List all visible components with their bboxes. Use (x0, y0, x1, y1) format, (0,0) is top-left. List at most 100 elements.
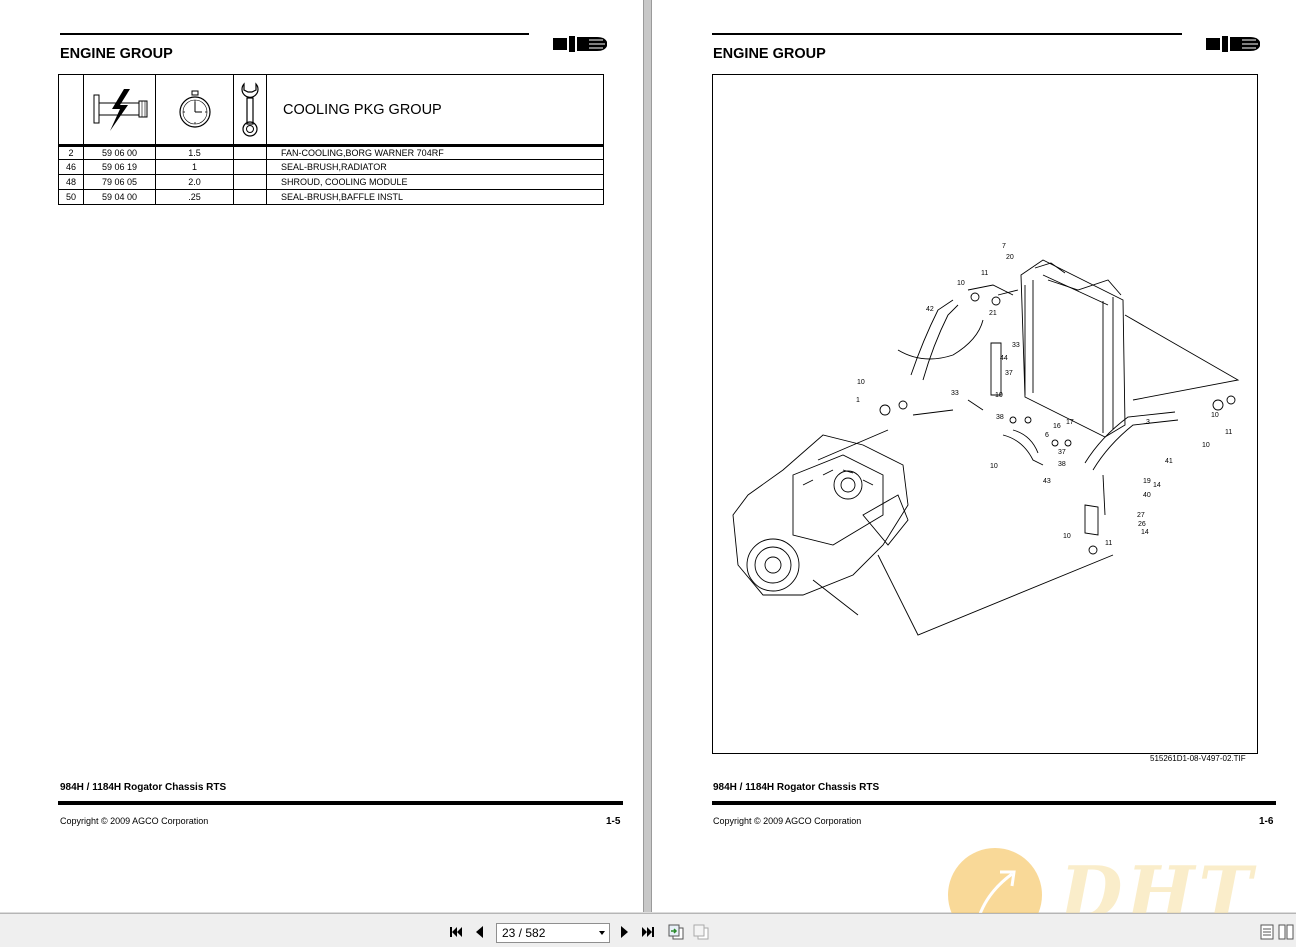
page-right: ENGINE GROUP 984H / 1184H Rogator Chassi… (652, 0, 1296, 912)
table-row: 46 59 06 19 1 SEAL-BRUSH,RADIATOR (58, 160, 604, 175)
time-cell: 1 (156, 160, 234, 174)
item-cell: 50 (59, 190, 84, 204)
footer-copyright: Copyright © 2009 AGCO Corporation (60, 816, 209, 826)
first-page-icon (450, 927, 462, 937)
table-row: 50 59 04 00 .25 SEAL-BRUSH,BAFFLE INSTL (58, 190, 604, 205)
next-page-button[interactable] (615, 923, 633, 941)
header-blank-cell (59, 75, 84, 144)
svg-text:20: 20 (1006, 254, 1014, 261)
item-cell: 46 (59, 160, 84, 174)
page-number: 1-6 (1259, 816, 1274, 827)
code-cell: 79 06 05 (84, 175, 156, 189)
svg-text:10: 10 (1063, 533, 1071, 540)
svg-text:7: 7 (1002, 243, 1006, 250)
svg-text:6: 6 (1045, 432, 1049, 439)
description-cell: SEAL-BRUSH,BAFFLE INSTL (281, 192, 404, 202)
svg-text:17: 17 (1066, 419, 1074, 426)
forward-view-icon (693, 924, 709, 940)
svg-text:27: 27 (1137, 512, 1145, 519)
page-title: ENGINE GROUP (60, 46, 173, 62)
callout-labels: 7 20 11 10 42 21 33 44 37 10 1 33 10 38 … (856, 243, 1232, 547)
svg-text:37: 37 (1005, 370, 1013, 377)
hand-logo-icon (1206, 36, 1260, 52)
page-left: ENGINE GROUP (0, 0, 643, 912)
hydraulic-fitting-icon (84, 75, 156, 144)
tool-cell (234, 175, 267, 189)
code-cell: 59 06 19 (84, 160, 156, 174)
svg-text:37: 37 (1058, 449, 1066, 456)
page-layout-button[interactable] (1258, 923, 1276, 941)
svg-text:33: 33 (951, 390, 959, 397)
item-cell: 2 (59, 147, 84, 159)
page-number-select[interactable]: 23 / 582 (496, 923, 610, 943)
svg-text:38: 38 (996, 414, 1004, 421)
cooling-package-drawing: 7 20 11 10 42 21 33 44 37 10 1 33 10 38 … (732, 243, 1240, 636)
chevron-down-icon (599, 931, 605, 935)
tool-cell (234, 160, 267, 174)
page-indicator: 23 / 582 (502, 926, 546, 940)
tool-cell (234, 147, 267, 159)
svg-text:11: 11 (1105, 540, 1112, 547)
svg-text:19: 19 (1143, 478, 1151, 485)
two-page-icon (1278, 924, 1294, 940)
svg-text:10: 10 (995, 392, 1003, 399)
exploded-parts-diagram: 7 20 11 10 42 21 33 44 37 10 1 33 10 38 … (712, 74, 1258, 754)
parts-table: COOLING PKG GROUP 2 59 06 00 1.5 FAN-COO… (58, 74, 604, 205)
footer-model: 984H / 1184H Rogator Chassis RTS (60, 782, 227, 793)
next-page-icon (621, 926, 628, 938)
go-forward-view-button[interactable] (692, 923, 710, 941)
svg-text:11: 11 (1225, 429, 1232, 436)
footer-model: 984H / 1184H Rogator Chassis RTS (713, 782, 880, 793)
previous-page-icon (476, 926, 483, 938)
description-cell: SHROUD, COOLING MODULE (281, 177, 408, 187)
svg-text:16: 16 (1053, 423, 1061, 430)
time-cell: 1.5 (156, 147, 234, 159)
first-page-button[interactable] (447, 923, 465, 941)
svg-text:14: 14 (1153, 482, 1161, 489)
footer-rule (58, 801, 623, 805)
go-back-view-button[interactable] (667, 923, 685, 941)
svg-text:10: 10 (957, 280, 965, 287)
svg-text:10: 10 (1202, 442, 1210, 449)
two-page-layout-button[interactable] (1277, 923, 1295, 941)
footer-rule (712, 801, 1276, 805)
svg-text:10: 10 (1211, 412, 1219, 419)
svg-text:3: 3 (1146, 419, 1150, 426)
page-title: ENGINE GROUP (713, 46, 826, 62)
svg-text:43: 43 (1043, 478, 1051, 485)
svg-text:14: 14 (1141, 529, 1149, 536)
header-rule (60, 33, 529, 35)
description-cell: FAN-COOLING,BORG WARNER 704RF (281, 148, 444, 158)
table-heading: COOLING PKG GROUP (283, 101, 442, 118)
svg-text:26: 26 (1138, 521, 1146, 528)
tool-cell (234, 190, 267, 204)
svg-text:44: 44 (1000, 355, 1008, 362)
last-page-button[interactable] (639, 923, 657, 941)
table-row: 48 79 06 05 2.0 SHROUD, COOLING MODULE (58, 175, 604, 190)
time-cell: 2.0 (156, 175, 234, 189)
table-header: COOLING PKG GROUP (58, 74, 604, 145)
svg-text:10: 10 (990, 463, 998, 470)
svg-text:38: 38 (1058, 461, 1066, 468)
stopwatch-icon (156, 75, 234, 144)
previous-page-button[interactable] (471, 923, 489, 941)
svg-text:40: 40 (1143, 492, 1151, 499)
time-cell: .25 (156, 190, 234, 204)
code-cell: 59 04 00 (84, 190, 156, 204)
hand-logo-icon (553, 36, 607, 52)
page-divider (643, 0, 652, 912)
figure-caption: 515261D1-08-V497-02.TIF (1150, 754, 1246, 763)
table-row: 2 59 06 00 1.5 FAN-COOLING,BORG WARNER 7… (58, 145, 604, 160)
svg-text:21: 21 (989, 310, 997, 317)
description-cell: SEAL-BRUSH,RADIATOR (281, 162, 387, 172)
item-cell: 48 (59, 175, 84, 189)
document-icon (1260, 924, 1274, 940)
svg-text:42: 42 (926, 306, 934, 313)
svg-text:1: 1 (856, 397, 860, 404)
header-rule (712, 33, 1182, 35)
svg-text:10: 10 (857, 379, 865, 386)
svg-text:33: 33 (1012, 342, 1020, 349)
svg-text:41: 41 (1165, 458, 1173, 465)
footer-copyright: Copyright © 2009 AGCO Corporation (713, 816, 862, 826)
